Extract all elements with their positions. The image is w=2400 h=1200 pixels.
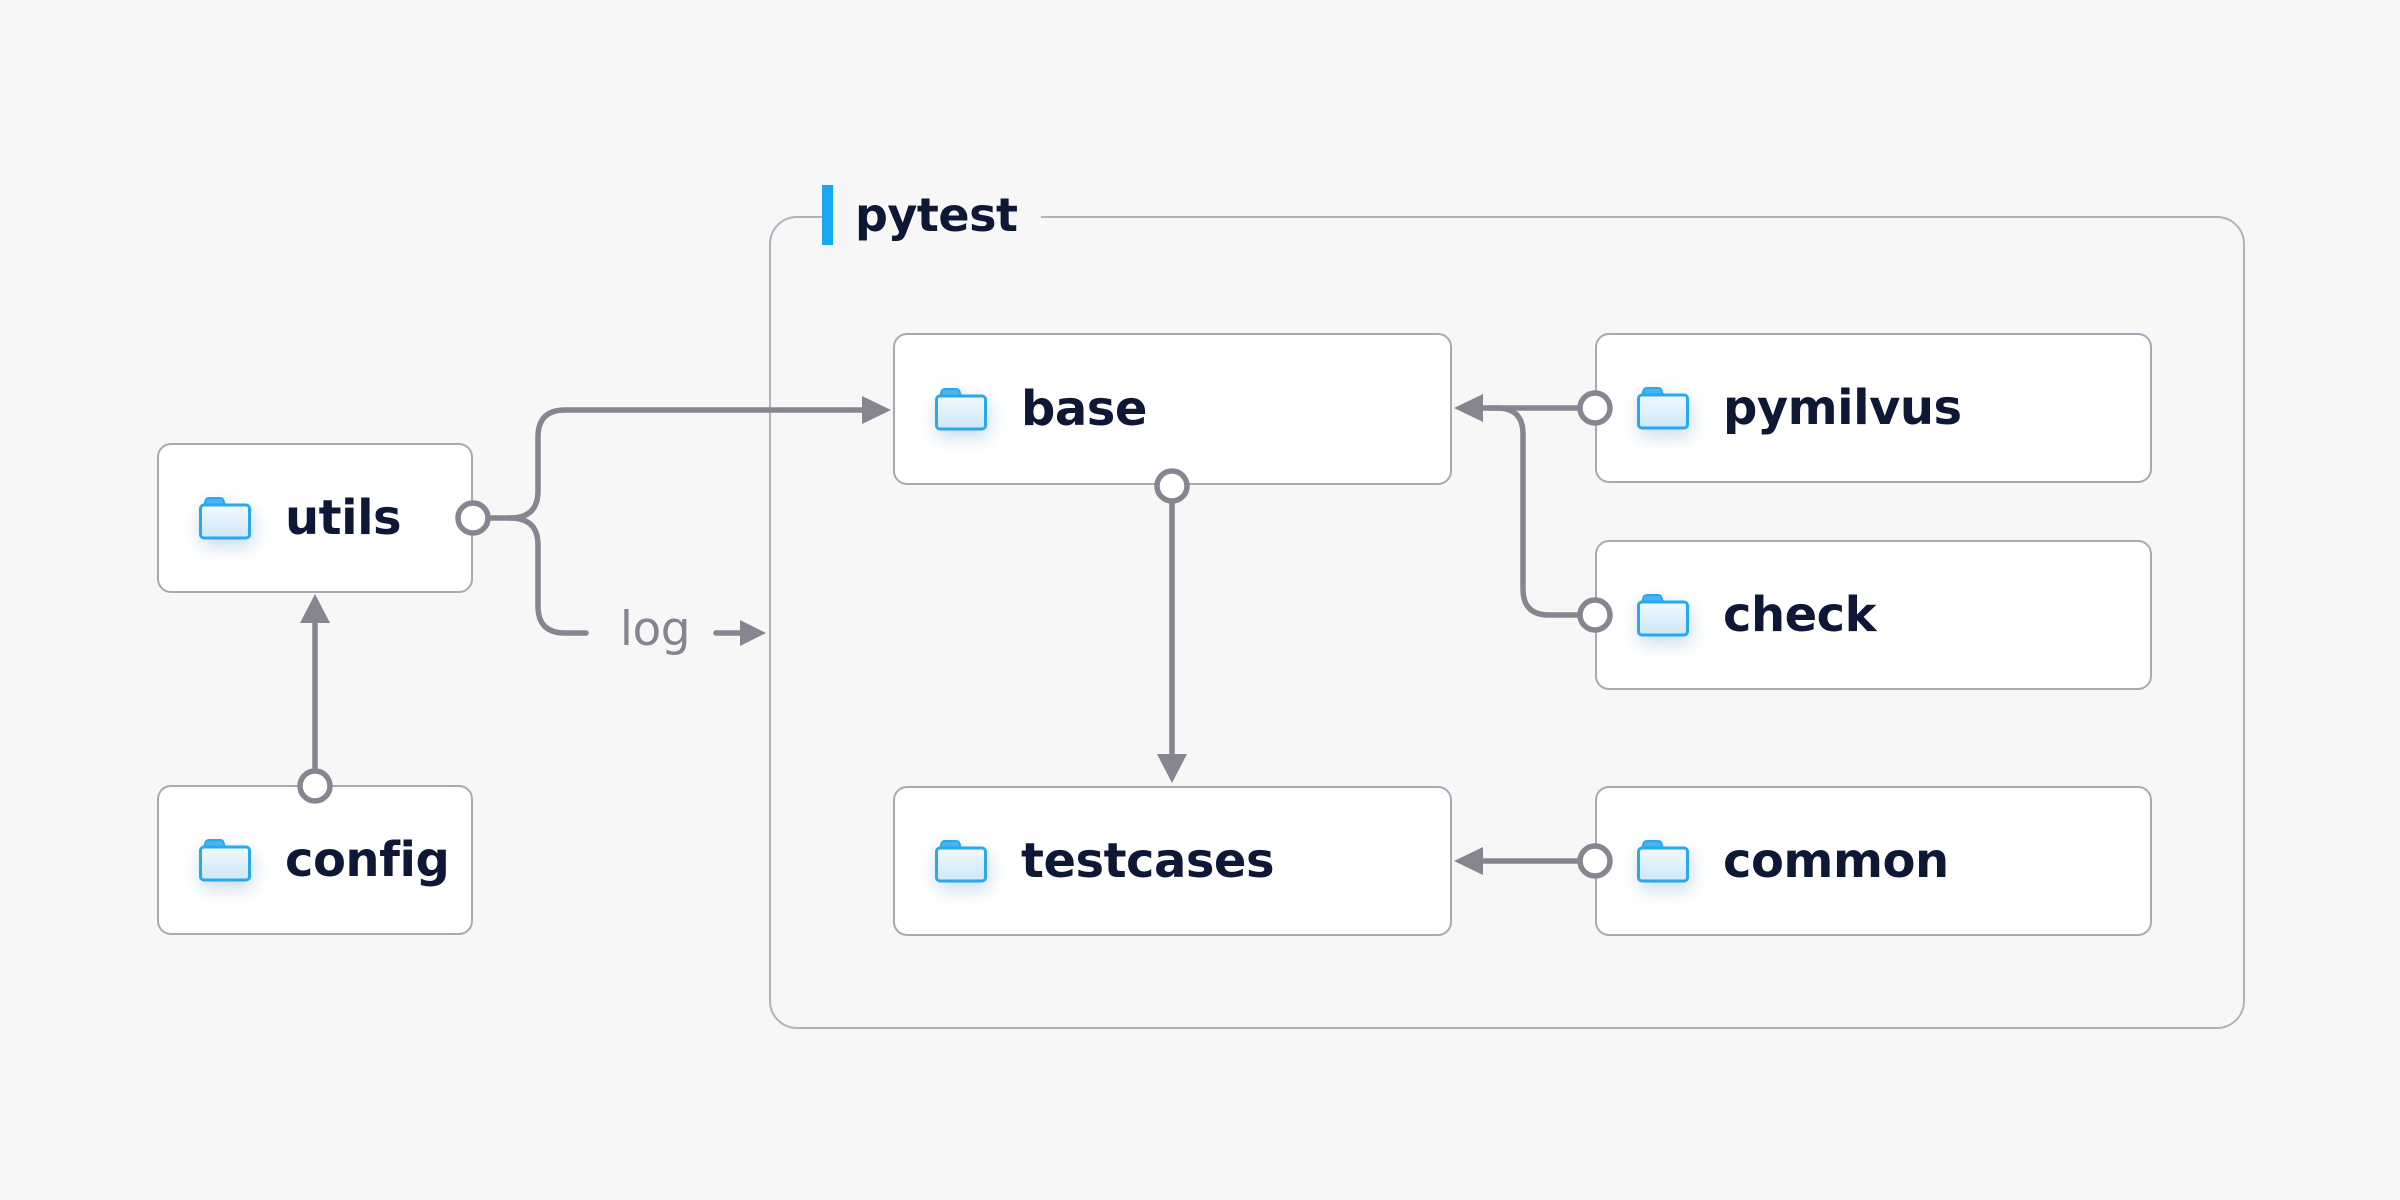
node-label: config bbox=[285, 832, 450, 888]
pytest-container-title: pytest bbox=[855, 188, 1018, 242]
edge-config-utils bbox=[297, 594, 333, 804]
node-label: common bbox=[1723, 833, 1949, 889]
accent-bar-icon bbox=[822, 185, 833, 245]
node-pymilvus: pymilvus bbox=[1595, 333, 2152, 483]
folder-icon bbox=[1635, 592, 1691, 638]
node-label: testcases bbox=[1021, 833, 1275, 889]
node-base: base bbox=[893, 333, 1452, 485]
node-check: check bbox=[1595, 540, 2152, 690]
node-label: base bbox=[1021, 381, 1147, 437]
folder-icon bbox=[197, 495, 253, 541]
folder-icon bbox=[1635, 385, 1691, 431]
node-utils: utils bbox=[157, 443, 473, 593]
pytest-container bbox=[769, 216, 2245, 1029]
node-label: pymilvus bbox=[1723, 380, 1962, 436]
node-label: check bbox=[1723, 587, 1877, 643]
edge-label-log: log bbox=[619, 602, 691, 657]
folder-icon bbox=[933, 386, 989, 432]
folder-icon bbox=[933, 838, 989, 884]
folder-icon bbox=[1635, 838, 1691, 884]
pytest-container-label: pytest bbox=[822, 178, 1042, 252]
folder-icon bbox=[197, 837, 253, 883]
node-common: common bbox=[1595, 786, 2152, 936]
node-config: config bbox=[157, 785, 473, 935]
node-testcases: testcases bbox=[893, 786, 1452, 936]
node-label: utils bbox=[285, 490, 402, 546]
